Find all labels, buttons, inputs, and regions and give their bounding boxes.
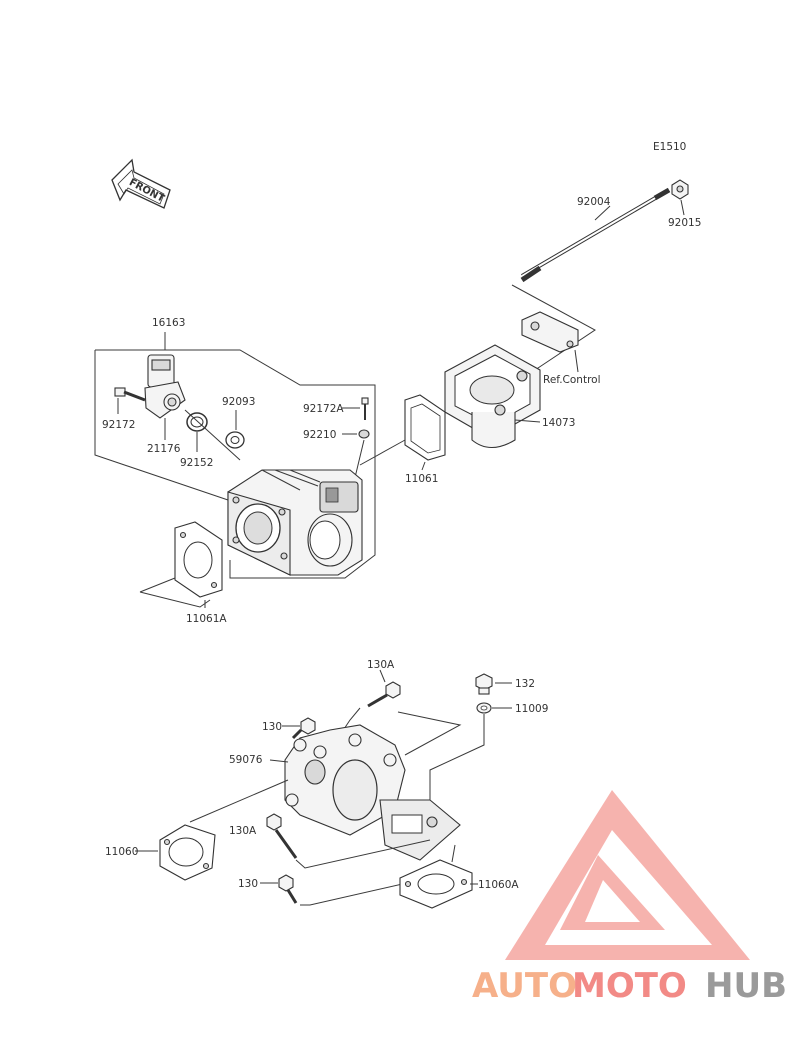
label-132: 132 <box>515 678 535 690</box>
label-14073: 14073 <box>542 417 575 429</box>
o-ring-92152 <box>186 412 208 432</box>
screw-92172A <box>361 397 369 420</box>
bolt-130-bottom <box>278 874 298 904</box>
watermark-moto-text: MOTO <box>572 966 687 1006</box>
nut-92015 <box>671 179 689 200</box>
throttle-body <box>227 469 363 576</box>
label-11061: 11061 <box>405 473 438 485</box>
label-92210: 92210 <box>303 429 336 441</box>
label-11009: 11009 <box>515 703 548 715</box>
watermark-hub-text: HUB <box>705 966 787 1006</box>
label-130A-top: 130A <box>367 659 395 671</box>
bolt-130A-bottom <box>266 813 298 859</box>
front-arrow-icon: FRONT <box>111 158 171 209</box>
label-92172: 92172 <box>102 419 135 431</box>
gasket-11060 <box>159 824 216 881</box>
washer-92210 <box>358 429 370 439</box>
label-11060A: 11060A <box>478 879 519 891</box>
label-21176: 21176 <box>147 443 181 455</box>
throttle-adapter-14073 <box>444 344 541 449</box>
label-16163: 16163 <box>152 317 185 329</box>
group-bracket-16163 <box>95 349 376 579</box>
diagram-code: E1510 <box>653 141 686 153</box>
label-92172A: 92172A <box>303 403 344 415</box>
label-11061A: 11061A <box>186 613 227 625</box>
label-92093: 92093 <box>222 396 255 408</box>
label-130-top: 130 <box>262 721 282 733</box>
gasket-11061A <box>174 521 223 598</box>
throttle-sensor <box>144 354 186 419</box>
washer-92093 <box>225 431 245 449</box>
bolt-92172 <box>114 387 146 402</box>
label-59076: 59076 <box>229 754 263 766</box>
watermark-logo: AUTO MOTO HUB <box>472 790 787 1006</box>
watermark-auto-text: AUTO <box>472 966 577 1006</box>
intake-manifold <box>284 724 461 861</box>
gasket-11061 <box>404 394 446 461</box>
label-130A-bottom: 130A <box>229 825 257 837</box>
label-92152: 92152 <box>180 457 213 469</box>
bolt-132 <box>475 673 493 695</box>
label-92004: 92004 <box>577 196 611 208</box>
stud-bolt-92004 <box>520 187 671 283</box>
label-130-bottom: 130 <box>238 878 258 890</box>
ref-control-label: Ref.Control <box>543 374 601 386</box>
washer-11009 <box>476 702 492 714</box>
bolt-130-top <box>291 717 316 740</box>
bolt-130A-top <box>367 681 401 708</box>
gasket-11060A <box>399 859 473 909</box>
label-92015: 92015 <box>668 217 701 229</box>
control-bracket <box>521 311 579 353</box>
label-11060: 11060 <box>105 846 138 858</box>
